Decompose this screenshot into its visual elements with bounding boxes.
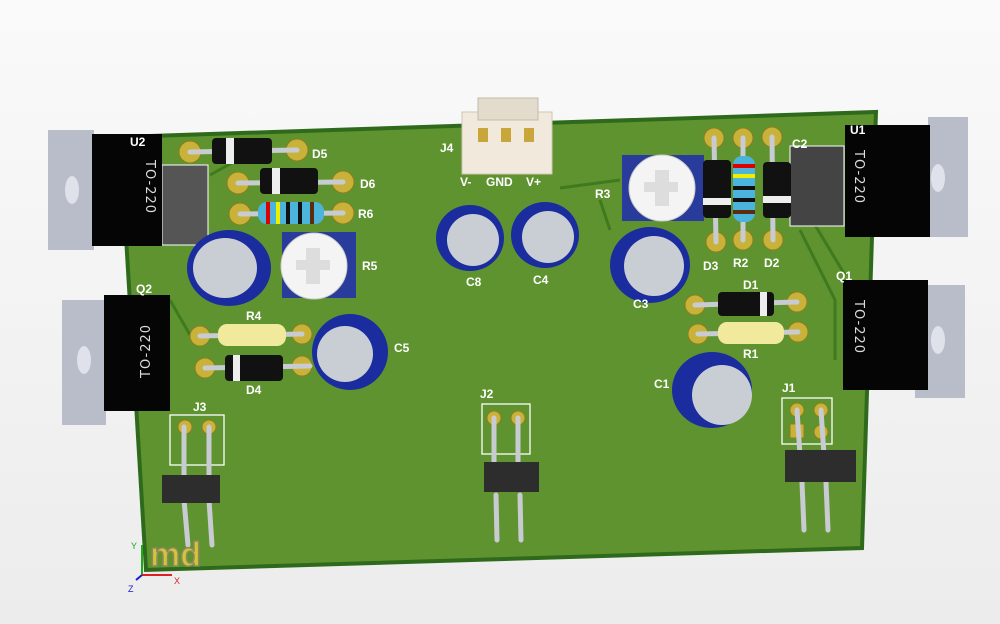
axis-y-label: Y [131,541,137,551]
ref-R5: R5 [362,259,378,273]
diode-D3[interactable]: D3 [703,127,731,273]
pin-label-v-plus: V+ [526,175,541,189]
resistor-R4[interactable]: R4 [189,309,313,347]
pin-label-gnd: GND [486,175,513,189]
ref-D3: D3 [703,259,719,273]
package-U1: TO-220 [851,149,866,204]
ref-Q1: Q1 [836,269,852,283]
pcb-board [117,109,879,573]
diode-D4[interactable]: D4 [194,355,313,397]
ref-D5: D5 [312,147,328,161]
ref-C4: C4 [533,273,549,287]
ref-R4: R4 [246,309,262,323]
capacitor-large-left[interactable] [187,230,271,306]
header-J3[interactable]: J3 [162,400,225,548]
header-J2[interactable]: J2 [480,387,539,543]
capacitor-C8[interactable]: C8 [436,205,504,289]
connector-J4[interactable]: J4 V- GND V+ [440,97,553,189]
ref-J2: J2 [480,387,494,401]
ref-D6: D6 [360,177,376,191]
header-J1[interactable]: J1 [781,381,856,533]
ref-D4: D4 [246,383,262,397]
ref-C5: C5 [394,341,410,355]
ref-R2: R2 [733,256,749,270]
axis-z-label: Z [128,584,134,594]
ref-C2: C2 [792,137,808,151]
axis-x-label: X [174,576,180,586]
ref-R6: R6 [358,207,374,221]
transistor-Q2[interactable]: TO-220 Q2 [62,282,170,425]
logo-md: md [150,536,201,574]
capacitor-C1[interactable]: C1 [654,352,752,428]
package-Q2: TO-220 [139,324,154,379]
diode-D2[interactable]: D2 [761,126,791,270]
ref-C3: C3 [633,297,649,311]
ref-U2: U2 [130,135,146,149]
diode-D5[interactable]: D5 [178,138,328,164]
transistor-Q1[interactable]: TO-220 Q1 [836,269,965,398]
regulator-U2[interactable]: TO-220 U2 [48,130,209,250]
ref-Q2: Q2 [136,282,152,296]
ref-R3: R3 [595,187,611,201]
capacitor-C4[interactable]: C4 [511,202,579,287]
ref-C8: C8 [466,275,482,289]
trimpot-R5[interactable]: R5 [280,232,378,300]
ref-D1: D1 [743,278,759,292]
trimpot-R3[interactable]: R3 [595,154,704,222]
package-Q1: TO-220 [851,299,866,354]
pin-label-v-minus: V- [460,175,471,189]
resistor-R2[interactable]: R2 [732,127,755,270]
package-U2: TO-220 [142,159,157,214]
regulator-U1[interactable]: C2 TO-220 U1 [789,117,968,237]
diode-D6[interactable]: D6 [226,168,376,195]
resistor-R1[interactable]: R1 [687,321,809,361]
axis-triad: Y X Z [128,541,180,594]
ref-R1: R1 [743,347,759,361]
resistor-R6[interactable]: R6 [228,201,374,226]
ref-D2: D2 [764,256,780,270]
ref-J3: J3 [193,400,207,414]
ref-J4: J4 [440,141,454,155]
ref-J1: J1 [782,381,796,395]
capacitor-C5[interactable]: C5 [312,314,410,390]
ref-U1: U1 [850,123,866,137]
ref-C1: C1 [654,377,670,391]
capacitor-C3[interactable]: C3 [610,227,690,311]
diode-D1[interactable]: D1 [684,278,808,316]
